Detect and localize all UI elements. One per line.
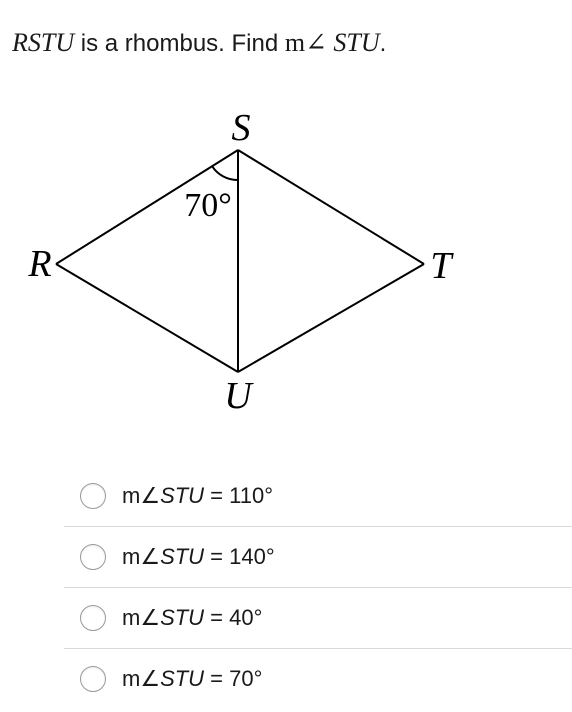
angle-prefix: m∠ xyxy=(122,544,161,569)
angle-value: = 40° xyxy=(204,605,263,630)
question-text: is a rhombus. Find xyxy=(74,30,285,57)
question-angle-prefix: m∠ xyxy=(284,28,334,57)
radio-button[interactable] xyxy=(80,605,106,631)
angle-prefix: m∠ xyxy=(122,483,161,508)
answer-option-label: m∠STU = 70° xyxy=(122,666,262,692)
side-ru xyxy=(55,263,239,373)
rhombus-figure: S R T U 70° xyxy=(27,107,454,417)
angle-prefix: m∠ xyxy=(122,605,161,630)
vertex-label-t: T xyxy=(430,245,454,287)
answer-choices: m∠STU = 110° m∠STU = 140° m∠STU = 40° m∠… xyxy=(64,466,572,709)
answer-option-1[interactable]: m∠STU = 110° xyxy=(64,466,572,527)
radio-button[interactable] xyxy=(80,483,106,509)
radio-button[interactable] xyxy=(80,666,106,692)
angle-value: = 70° xyxy=(204,666,263,691)
angle-value: = 140° xyxy=(204,544,275,569)
question-angle-name: STU xyxy=(333,28,380,57)
answer-option-2[interactable]: m∠STU = 140° xyxy=(64,527,572,588)
angle-value: = 110° xyxy=(204,483,274,508)
angle-name: STU xyxy=(160,605,205,630)
answer-option-4[interactable]: m∠STU = 70° xyxy=(64,649,572,709)
answer-option-label: m∠STU = 110° xyxy=(122,483,273,509)
question-prompt: RSTU is a rhombus. Find m∠ STU. xyxy=(12,26,386,61)
vertex-label-u: U xyxy=(224,375,254,417)
angle-prefix: m∠ xyxy=(122,666,161,691)
answer-option-label: m∠STU = 140° xyxy=(122,544,275,570)
vertex-label-r: R xyxy=(27,243,51,285)
side-sr xyxy=(55,149,239,265)
rhombus-shape xyxy=(55,149,425,373)
angle-name: STU xyxy=(160,666,205,691)
answer-option-3[interactable]: m∠STU = 40° xyxy=(64,588,572,649)
question-shape-name: RSTU xyxy=(12,28,75,57)
side-tu xyxy=(237,263,425,373)
answer-option-label: m∠STU = 40° xyxy=(122,605,262,631)
angle-arc xyxy=(211,165,239,182)
angle-label: 70° xyxy=(184,187,232,224)
angle-name: STU xyxy=(160,483,205,508)
angle-name: STU xyxy=(160,544,205,569)
question-period: . xyxy=(379,30,387,57)
side-st xyxy=(237,149,425,265)
radio-button[interactable] xyxy=(80,544,106,570)
vertex-label-s: S xyxy=(232,107,251,149)
